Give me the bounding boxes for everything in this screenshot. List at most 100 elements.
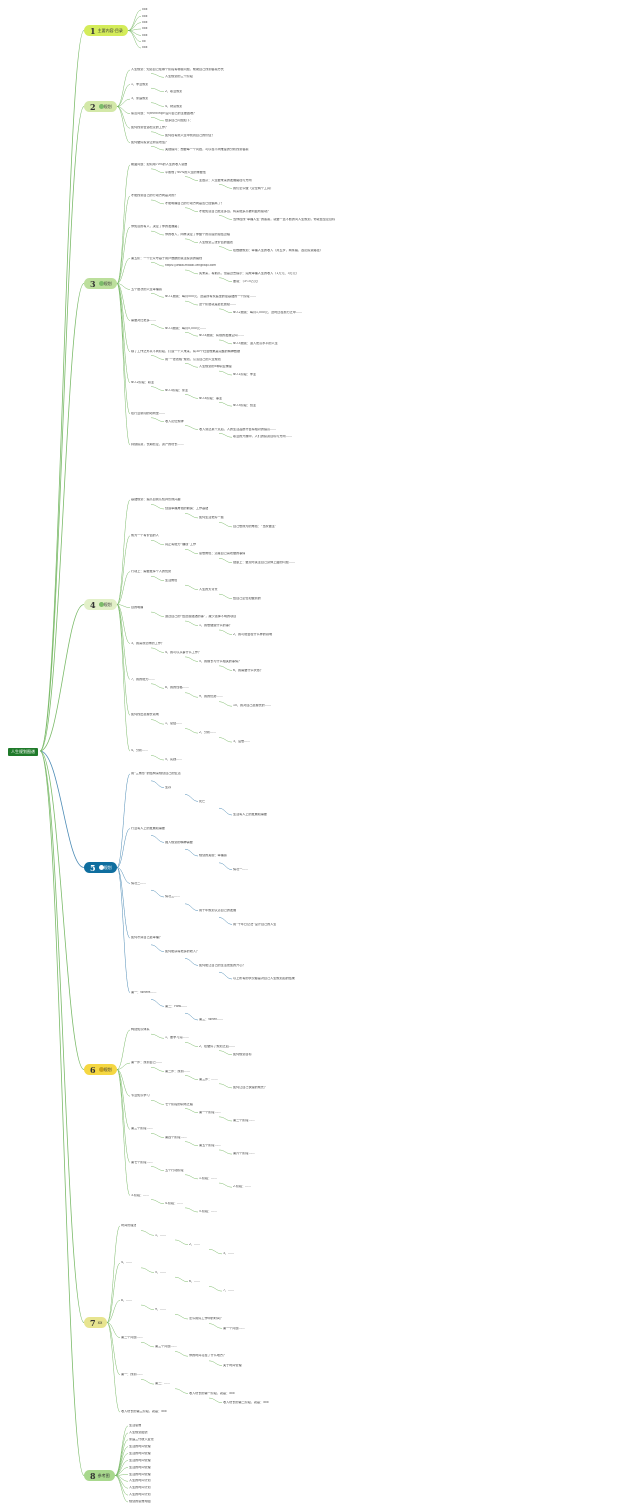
b3-node[interactable]: 人生规划三张价值的图表: [199, 240, 234, 244]
b4-node[interactable]: 目的明确: [131, 605, 144, 609]
b6-node[interactable]: 1.阶段：……: [199, 1177, 218, 1181]
b3-node[interactable]: 先未来，有前高，但是过去提示：完成幸福人生的收入（1万元、3万元）: [199, 272, 299, 276]
b3-node[interactable]: 要领：（3～5万元）: [233, 279, 261, 283]
b4-node[interactable]: 3、设想……: [233, 740, 251, 744]
b5-node[interactable]: 死亡: [199, 799, 206, 803]
b2-node[interactable]: 很多自己问题如下：: [165, 119, 193, 123]
b7-node[interactable]: 第一：找到……: [121, 1373, 143, 1376]
b1-node[interactable]: xxx: [142, 8, 148, 12]
b6-node[interactable]: 第七个阶段……: [131, 1160, 153, 1164]
b7-node[interactable]: 9、……: [155, 1307, 167, 1311]
b7-node[interactable]: 5、……: [155, 1270, 167, 1274]
b4-node[interactable]: 5、我擅长与什么相关的事情？: [199, 659, 242, 663]
b8-node[interactable]: 生活的时间管理: [129, 1472, 151, 1476]
b6-node[interactable]: 如何规划目标: [233, 1053, 252, 1057]
b8-node[interactable]: 人生的时间计划: [129, 1479, 151, 1483]
b4-node[interactable]: 7、我的能力……: [131, 677, 155, 681]
b5-node[interactable]: 生活有人上的发展和需要: [233, 813, 268, 817]
b4-node[interactable]: 真正有能力“赚钱”工作: [165, 543, 197, 547]
b2-node[interactable]: 3、家庭规划: [131, 97, 149, 101]
b3-node[interactable]: NO.4阶段：事业: [199, 396, 223, 400]
b3-node[interactable]: 除了工作之外以不同阶段，打造一个人未来，有30个社会效果是完整的精神数据: [131, 349, 241, 353]
b6-node[interactable]: 1、要学习完……: [165, 1036, 189, 1040]
b6-node[interactable]: 第二步：找到……: [165, 1069, 190, 1073]
b7-node[interactable]: 第三个问题……: [155, 1345, 177, 1349]
b5-node[interactable]: 如何能获得更多的收入？: [165, 949, 200, 953]
b6-node[interactable]: 五个行动阶段: [165, 1168, 184, 1172]
b4-node[interactable]: 2、分析……: [199, 731, 217, 735]
b5-node[interactable]: 融入规划的精神需要: [165, 840, 193, 844]
b2-node[interactable]: 4、财富规划: [165, 104, 183, 108]
b4-node[interactable]: 4、分析……: [131, 749, 149, 753]
b4-node[interactable]: 如何找出最擅长领域: [131, 713, 159, 717]
b2-node[interactable]: 如何在有限人生中找到自己的价值？: [165, 133, 215, 137]
b2-node[interactable]: 2、职业规划: [165, 90, 183, 94]
b7-node[interactable]: 怎么用好工作中的时间？: [189, 1317, 224, 1321]
b4-node[interactable]: 2、我可能会在什么样的领域: [233, 632, 273, 636]
branch-7[interactable]: 7 xx: [84, 1317, 108, 1328]
branch-5[interactable]: 5 规划: [84, 862, 117, 873]
b7-node[interactable]: 1、……: [155, 1233, 167, 1237]
b6-node[interactable]: 七个阶段的职场之路: [165, 1102, 193, 1106]
b3-node[interactable]: NO.5阶段：创业: [233, 404, 257, 408]
b4-node[interactable]: 4、我可以从事什么工作？: [165, 650, 201, 654]
b6-node[interactable]: 2.阶段：……: [233, 1185, 252, 1189]
b3-node[interactable]: 这个阶层就是最低层级……: [199, 303, 237, 307]
b8-node[interactable]: 人生规划图谱: [129, 1431, 148, 1435]
b7-node[interactable]: 3、……: [223, 1252, 235, 1256]
b3-node[interactable]: NO.1阶段：学业: [233, 373, 257, 377]
b6-node[interactable]: 第四个阶段……: [165, 1135, 187, 1139]
b3-node[interactable]: 你知道的有人，决定了你的发展路；: [131, 225, 181, 229]
b5-node[interactable]: 规划的关键：幸福感: [199, 854, 227, 858]
b6-node[interactable]: 第二个阶段……: [233, 1119, 255, 1123]
b4-node[interactable]: 人生的大背景: [199, 587, 218, 591]
b4-node[interactable]: 成为一个有价值的人: [131, 534, 159, 538]
b6-node[interactable]: 4.阶段：……: [165, 1201, 184, 1205]
b1-node[interactable]: xx: [142, 39, 146, 43]
b3-node[interactable]: 前面问题：如何用70%的人生的收入总数: [131, 163, 188, 167]
b1-node[interactable]: xxx: [142, 27, 148, 31]
b2-node[interactable]: 痛苦问题：</thinking>设问自己的主要困难？: [131, 111, 197, 115]
b3-node[interactable]: 收入到达某个点后，人的生活品质才会有相对的提高……: [199, 427, 277, 431]
b6-node[interactable]: 如何让自己快速的成长？: [233, 1086, 268, 1090]
b2-node[interactable]: 如何做好投资让财富增值？: [131, 140, 169, 144]
b7-node[interactable]: 第一个问题……: [223, 1326, 245, 1330]
b7-node[interactable]: 7、……: [223, 1289, 235, 1293]
b3-node[interactable]: NO.3层级：每月5,000元……: [165, 326, 207, 330]
branch-6[interactable]: 6 规划: [84, 1064, 117, 1075]
branch-1[interactable]: 1 主要内容·目录: [84, 25, 128, 36]
b3-node[interactable]: 才能明确自己的行动方向是否已经偏离了？: [165, 202, 224, 206]
b6-node[interactable]: 2、在做好了规划之后……: [199, 1044, 235, 1048]
b4-node[interactable]: 10、我对自己最擅长的……: [233, 704, 271, 708]
b2-node[interactable]: 人生规划的三个阶段: [165, 75, 193, 79]
b3-node[interactable]: 需要对比更多……: [131, 318, 156, 322]
b7-node[interactable]: 收入增长的第一阶段，就是：xxx: [189, 1391, 235, 1395]
b5-node[interactable]: 第二：How……: [165, 1004, 188, 1008]
b3-node[interactable]: 收入定位规律: [165, 419, 184, 423]
b6-node[interactable]: 第三步：……: [199, 1077, 218, 1081]
b6-node[interactable]: 第六个阶段……: [233, 1152, 255, 1156]
b5-node[interactable]: 情况二……: [131, 881, 147, 885]
b4-node[interactable]: 8、我的性格……: [165, 686, 189, 690]
b8-node[interactable]: 生活的时间管理: [129, 1458, 151, 1462]
b4-node[interactable]: 基础规划：提高自我认知并形成兴趣: [131, 498, 181, 502]
b7-node[interactable]: 8、……: [121, 1298, 133, 1302]
b2-node[interactable]: 1、学业规划: [131, 82, 149, 86]
b8-node[interactable]: 家庭三代收入变化: [129, 1438, 154, 1442]
b3-node[interactable]: 第五阶：一个公众号基于用户数据的关注投资的路线: [131, 256, 203, 260]
b3-node[interactable]: NO.5层级：进入更高水平的人生: [233, 342, 278, 346]
b5-node[interactable]: 用“三角形”的结构来规划自己的生活: [131, 772, 181, 776]
b2-node[interactable]: 如何找到合适稳定的工作？: [131, 126, 169, 130]
root-node[interactable]: 人生规划图谱: [8, 748, 38, 756]
branch-8[interactable]: 8 参考图: [84, 1470, 115, 1481]
b8-node[interactable]: 生活的时间管理: [129, 1451, 151, 1455]
b5-node[interactable]: 第三：When……: [199, 1018, 224, 1022]
b7-node[interactable]: 时间管理法: [121, 1224, 137, 1228]
b4-node[interactable]: 6、我需要什么状态？: [233, 668, 263, 672]
b4-node[interactable]: 创造幸福角色的前提：工作基础: [165, 507, 209, 511]
b4-node[interactable]: 如何生活更好一些: [199, 516, 224, 520]
b3-node[interactable]: 在行业新闻的动向里……: [131, 412, 166, 416]
b5-node[interactable]: 第一：Where……: [131, 990, 157, 994]
b4-node[interactable]: 9、我的优势……: [199, 695, 223, 699]
b6-node[interactable]: 第五个阶段……: [199, 1144, 221, 1148]
